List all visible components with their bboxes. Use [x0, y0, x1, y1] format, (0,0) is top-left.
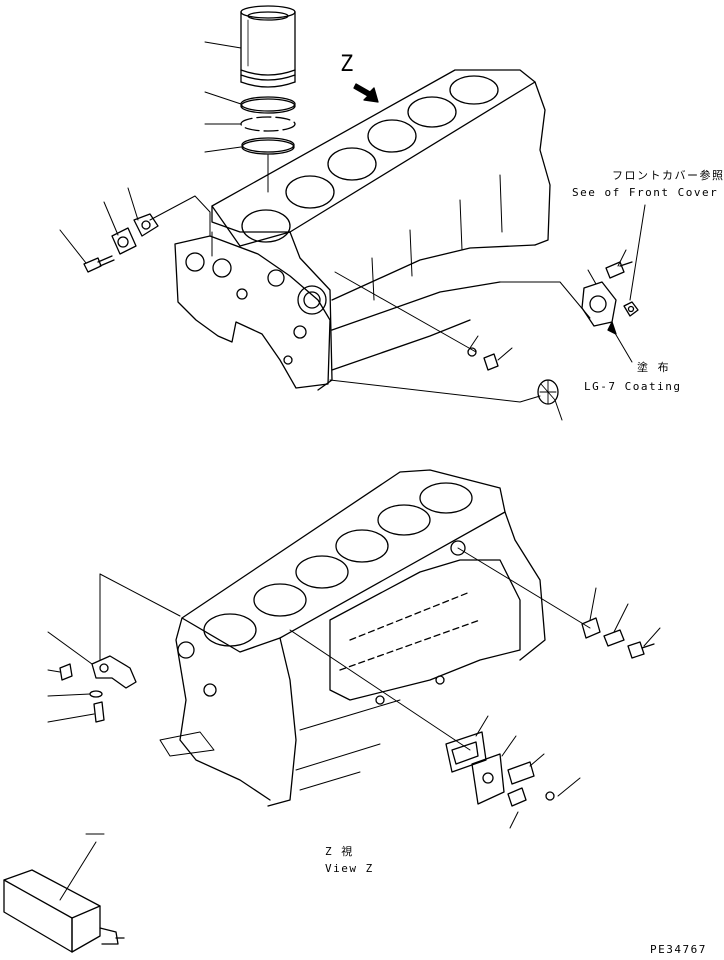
view-z-arrow [353, 83, 379, 103]
coating-label-en: LG-7 Coating [584, 380, 682, 393]
front-cover-parts [499, 204, 646, 363]
front-cover-reference-jp: フロントカバー参照 [612, 169, 724, 182]
view-z-marker: Z [340, 52, 354, 77]
drawing-number: PE34767 [650, 943, 707, 956]
view-z-caption-jp: Z 視 [325, 845, 354, 858]
side-plug-parts [329, 271, 563, 421]
bracket-parts [47, 573, 181, 723]
lower-cylinder-block [159, 469, 546, 807]
view-z-caption-en: View Z [325, 862, 374, 875]
side-cover-parts [289, 547, 661, 829]
coating-label-jp: 塗 布 [637, 361, 671, 374]
liner-leader-lines [204, 41, 269, 193]
liner-o-rings [240, 96, 296, 155]
front-cover-reference-en: See of Front Cover [572, 186, 719, 199]
left-cover-parts [59, 187, 211, 273]
cylinder-liner [240, 5, 296, 88]
tool-adapter [3, 833, 125, 953]
upper-cylinder-block [174, 69, 551, 391]
